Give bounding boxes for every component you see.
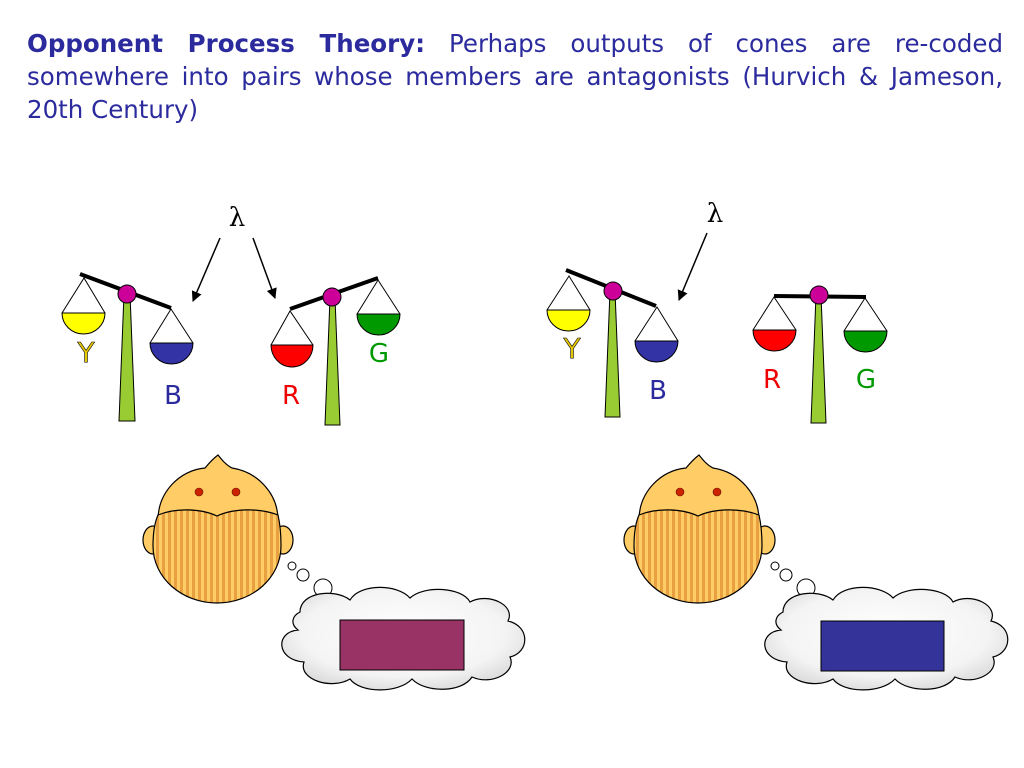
label-r: R [763, 365, 781, 395]
balance-pivot [322, 287, 342, 307]
eye [712, 487, 722, 497]
heading-title: Opponent Process Theory: [27, 29, 425, 58]
label-y: Y [562, 332, 581, 365]
face-top [638, 454, 760, 521]
arrow-to-yb-left [191, 237, 221, 302]
arrow-to-rg-left [252, 237, 277, 299]
perceived-color-patch [820, 620, 945, 672]
left-panel: λ Y B [61, 203, 526, 691]
green-pan [356, 313, 401, 336]
pan-strings [546, 275, 591, 311]
thought-dot [296, 568, 310, 582]
pan-strings [61, 277, 106, 314]
beard [152, 509, 282, 604]
pan-strings [270, 310, 314, 346]
balance-stand [810, 294, 827, 424]
label-g: G [369, 339, 389, 369]
yellow-pan [61, 312, 106, 335]
balance-pivot [809, 285, 829, 305]
label-y: Y [76, 336, 95, 369]
observer-head-left [142, 454, 294, 604]
balance-pivot [603, 281, 623, 301]
blue-pan [634, 340, 679, 363]
eye [231, 487, 241, 497]
thought-dot [770, 561, 780, 571]
pan-strings [752, 296, 797, 331]
pan-strings [149, 308, 194, 344]
red-pan [270, 344, 314, 368]
yellow-blue-balance-left: Y B [61, 272, 194, 422]
red-pan [752, 329, 797, 352]
balance-stand [118, 293, 136, 422]
red-green-balance-left: R G [270, 276, 401, 426]
face-top [157, 454, 279, 521]
eye [194, 487, 204, 497]
label-r: R [282, 381, 300, 411]
yellow-pan [546, 309, 591, 332]
green-pan [843, 330, 888, 353]
balance-stand [324, 297, 341, 426]
slide-heading: Opponent Process Theory: Perhaps outputs… [27, 27, 1003, 126]
observer-head-right [623, 454, 776, 604]
balance-stand [604, 290, 621, 418]
lambda-symbol-right: λ [707, 199, 723, 229]
arrow-to-yb-right [677, 232, 708, 301]
yellow-blue-balance-right: Y B [546, 268, 679, 418]
balance-pivot [117, 284, 137, 304]
thought-bubble-right [764, 561, 1009, 691]
heading-body: Perhaps outputs of cones are re-coded so… [27, 29, 1003, 124]
beard [633, 509, 763, 604]
thought-dot [287, 561, 297, 571]
eye [675, 487, 685, 497]
label-b: B [164, 381, 182, 411]
pan-strings [634, 306, 679, 342]
thought-bubble-left [281, 561, 526, 691]
red-green-balance-right: R G [752, 285, 888, 424]
thought-dot [779, 568, 793, 582]
label-g: G [856, 365, 876, 395]
pan-strings [843, 297, 888, 332]
right-panel: λ Y B [546, 199, 1009, 691]
label-b: B [649, 376, 667, 406]
blue-pan [149, 342, 194, 365]
pan-strings [356, 279, 401, 315]
perceived-color-patch [339, 619, 465, 671]
lambda-symbol-left: λ [229, 203, 245, 233]
